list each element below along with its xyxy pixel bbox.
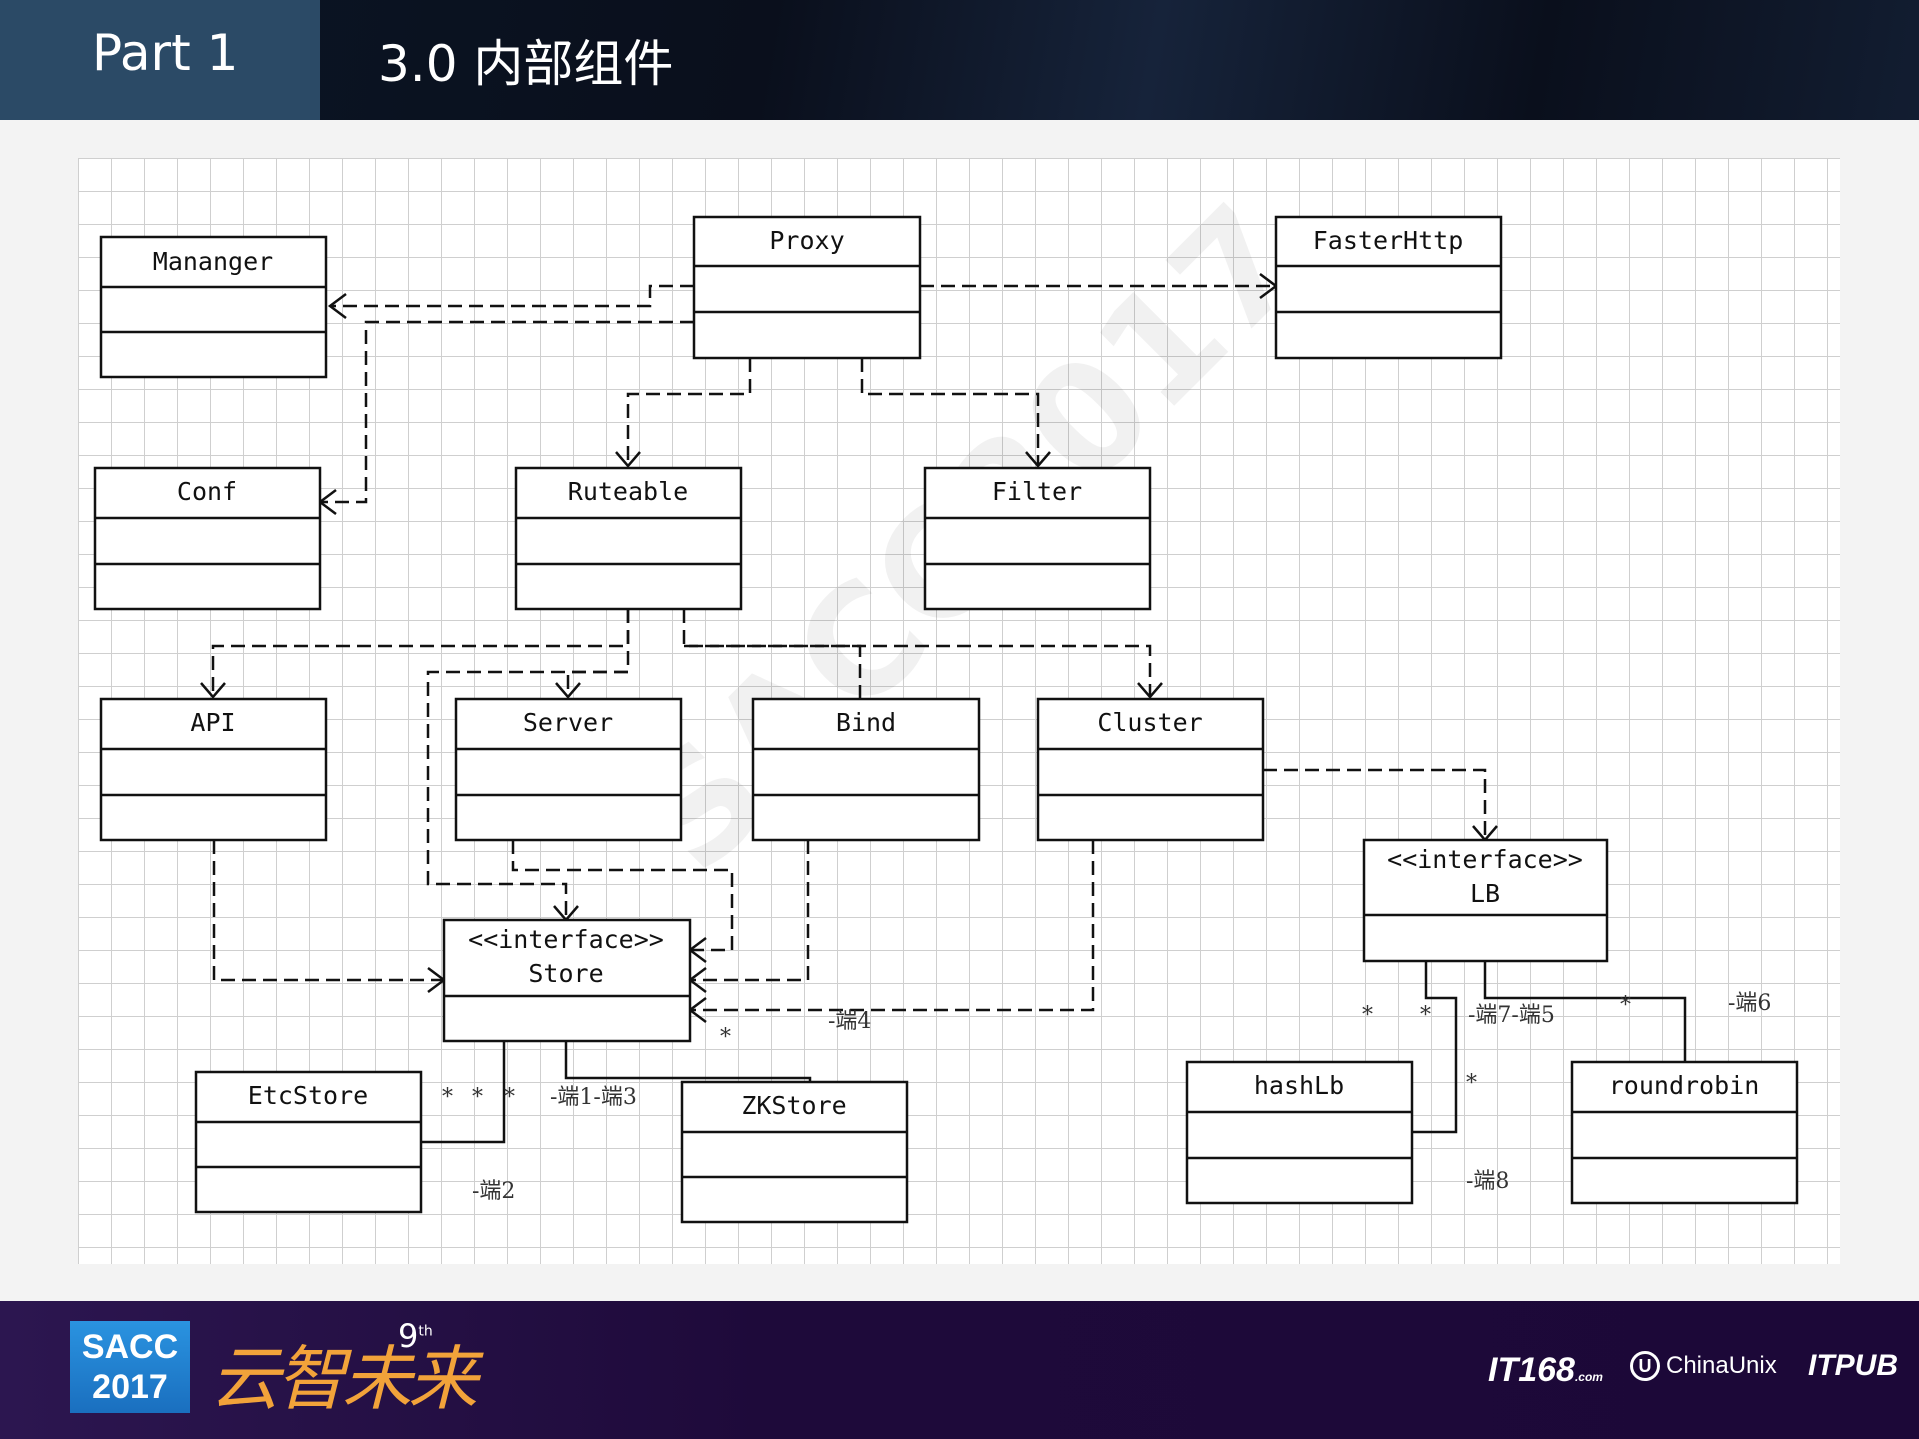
assoc-lb-hashlb	[1412, 961, 1458, 1134]
slide-header: Part 1 3.0 内部组件	[0, 0, 1919, 120]
dep-proxy-ruteable	[626, 358, 752, 466]
arrow-head-api	[200, 682, 226, 699]
dep-bind-store	[690, 840, 810, 982]
class-name: roundrobin	[1609, 1071, 1760, 1100]
part-label: Part 1	[92, 24, 239, 82]
edition-suffix: th	[418, 1323, 433, 1340]
class-conf[interactable]: Conf	[93, 466, 322, 611]
class-name: Bind	[836, 708, 896, 737]
arrow-head-mananger	[327, 293, 347, 319]
class-name: Proxy	[769, 226, 844, 255]
class-bind[interactable]: Bind	[751, 697, 981, 842]
interface-lb[interactable]: <<interface>> LB	[1362, 838, 1609, 963]
edition-number: 9	[398, 1317, 419, 1355]
class-proxy[interactable]: Proxy	[692, 215, 922, 360]
dep-cluster-store	[690, 840, 1095, 1012]
class-name: hashLb	[1254, 1071, 1344, 1100]
class-roundrobin[interactable]: roundrobin	[1570, 1060, 1799, 1205]
sponsor-itpub-logo: ITPUB	[1808, 1349, 1898, 1382]
assoc-lb-roundrobin	[1483, 961, 1687, 1062]
label-end5: -端7-端5	[1468, 1003, 1555, 1028]
class-cluster[interactable]: Cluster	[1036, 697, 1265, 842]
label-end8: -端8	[1466, 1169, 1509, 1194]
class-name: Cluster	[1097, 708, 1202, 737]
sacc-year: 2017	[92, 1368, 168, 1406]
class-fasterhttp[interactable]: FasterHttp	[1274, 215, 1503, 360]
stereotype: <<interface>>	[1387, 845, 1583, 874]
dep-proxy-conf	[320, 320, 694, 504]
dep-api-store	[212, 840, 444, 982]
dep-server-store	[511, 840, 734, 952]
sacc-word: SACC	[81, 1328, 179, 1366]
dep-ruteable-cluster	[684, 644, 1152, 697]
arrow-head-cluster	[1137, 682, 1163, 699]
chinaunix-name: ChinaUnix	[1666, 1352, 1777, 1379]
class-api[interactable]: API	[99, 697, 328, 842]
multiplicity: *	[720, 1025, 731, 1050]
class-mananger[interactable]: Mananger	[99, 235, 328, 379]
label-end1-end3: -端1-端3	[550, 1085, 637, 1110]
dep-proxy-mananger	[330, 284, 694, 308]
it168-name: IT168	[1488, 1351, 1575, 1389]
arrow-head-filter	[1025, 451, 1051, 468]
part-block: Part 1	[0, 0, 320, 120]
class-name: Conf	[177, 477, 237, 506]
assoc-store-zkstore	[564, 1041, 812, 1082]
dep-cluster-lb	[1263, 768, 1487, 840]
sponsor-it168-logo: IT168.com	[1488, 1351, 1603, 1390]
edition-badge: 9th	[398, 1317, 433, 1355]
multiplicity: *	[472, 1085, 483, 1110]
class-name: API	[190, 708, 235, 737]
stereotype: <<interface>>	[468, 925, 664, 954]
multiplicity: *	[1420, 1003, 1431, 1028]
class-name: LB	[1470, 879, 1500, 908]
it168-suffix: .com	[1574, 1370, 1603, 1384]
arrow-head-server	[555, 682, 581, 699]
class-name: ZKStore	[741, 1091, 846, 1120]
dep-ruteable-store	[426, 670, 628, 920]
slide-title: 3.0 内部组件	[378, 35, 674, 93]
multiplicity: *	[504, 1085, 515, 1110]
class-filter[interactable]: Filter	[923, 466, 1152, 611]
class-name: Server	[523, 708, 613, 737]
multiplicity: *	[1362, 1003, 1373, 1028]
arrow-head-ruteable	[615, 451, 641, 468]
label-end6: -端6	[1728, 991, 1771, 1016]
multiplicity: *	[1620, 993, 1631, 1018]
class-name: Mananger	[153, 247, 273, 276]
class-etcstore[interactable]: EtcStore	[194, 1070, 423, 1214]
class-name: EtcStore	[248, 1081, 368, 1110]
slogan: 云智未来	[210, 1338, 478, 1420]
class-ruteable[interactable]: Ruteable	[514, 466, 743, 611]
class-name: Ruteable	[568, 477, 688, 506]
class-name: Filter	[992, 477, 1082, 506]
label-end2: -端2	[472, 1179, 515, 1204]
class-name: FasterHttp	[1313, 226, 1464, 255]
multiplicity: *	[1466, 1071, 1477, 1096]
class-hashlb[interactable]: hashLb	[1185, 1060, 1414, 1205]
end-labels: -端1-端3 -端2 -端4 -端7-端5 -端6 -端8 * * * * * …	[442, 991, 1771, 1204]
dep-ruteable-server	[566, 609, 630, 697]
chinaunix-mark-icon: U	[1630, 1351, 1660, 1381]
label-end4: -端4	[828, 1009, 871, 1034]
dep-ruteable-api	[211, 609, 630, 697]
connectors	[200, 273, 1687, 1144]
class-server[interactable]: Server	[454, 697, 683, 842]
class-name: Store	[528, 959, 603, 988]
multiplicity: *	[442, 1085, 453, 1110]
sacc-logo: SACC 2017	[70, 1321, 190, 1413]
assoc-store-etcstore	[421, 1041, 506, 1144]
class-zkstore[interactable]: ZKStore	[680, 1080, 909, 1224]
interface-store[interactable]: <<interface>> Store	[442, 918, 692, 1043]
